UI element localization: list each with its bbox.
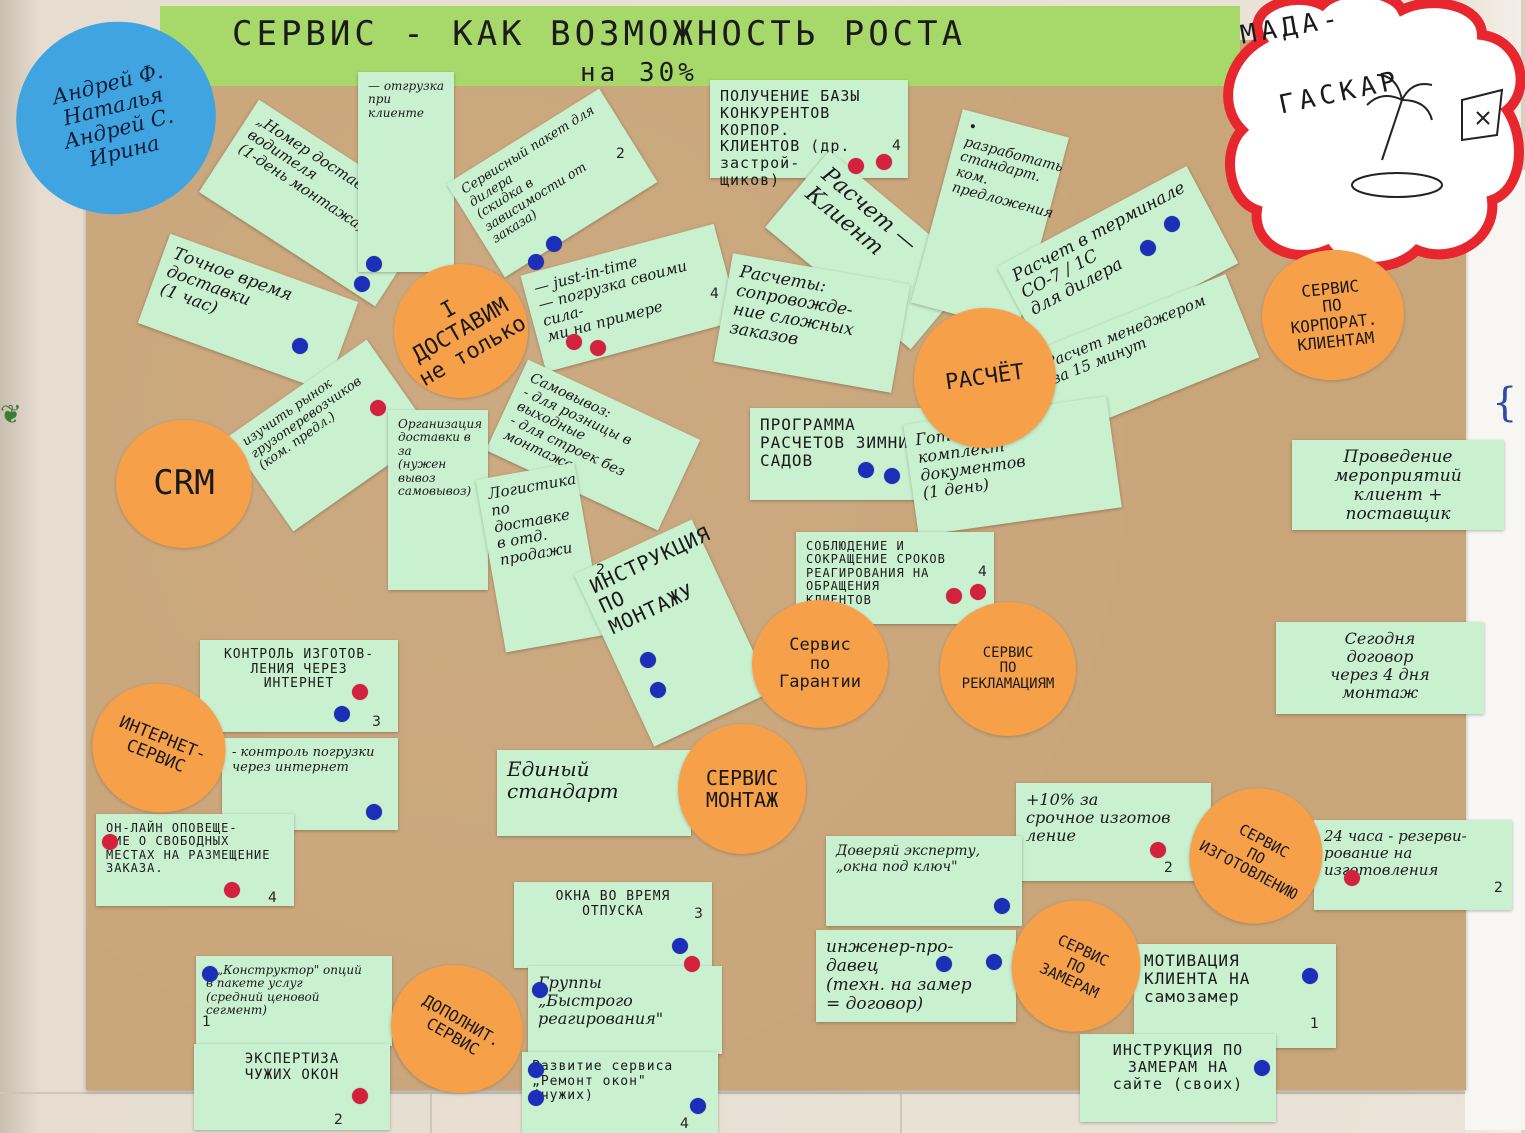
- vote-dot-red: [1344, 870, 1360, 886]
- vote-dot-red: [876, 154, 892, 170]
- note-24-chasa: 24 часа - резерви- рование на изготовлен…: [1314, 820, 1512, 910]
- vote-dot-blue: [528, 1062, 544, 1078]
- circle-montazh: СЕРВИС МОНТАЖ: [678, 724, 806, 854]
- note-otgruzka: — отгрузка при клиенте: [358, 72, 454, 272]
- madagascar-cloud: [1223, 0, 1525, 272]
- vote-count: 3: [694, 906, 703, 922]
- vote-count: 4: [892, 138, 901, 154]
- vote-dot-blue: [858, 462, 874, 478]
- note-provedenie: Проведение мероприятий клиент + поставщи…: [1292, 440, 1504, 530]
- vote-dot-blue: [986, 954, 1002, 970]
- vote-dot-blue: [884, 468, 900, 484]
- note-razvitie: Развитие сервиса „Ремонт окон" (чужих): [522, 1052, 718, 1133]
- title-banner: [160, 6, 1240, 86]
- vote-count: 4: [978, 564, 987, 580]
- wall-seam: [0, 1092, 1521, 1094]
- vote-count: 4: [710, 286, 719, 302]
- note-konstruktor: • „Конструктор" опций в пакете услуг (ср…: [196, 956, 392, 1046]
- title-line-1: СЕРВИС - КАК ВОЗМОЖНОСТЬ РОСТА: [232, 14, 967, 54]
- vote-count: 2: [1164, 860, 1173, 876]
- vote-dot-blue: [1164, 216, 1180, 232]
- vote-dot-red: [684, 956, 700, 972]
- vote-dot-red: [352, 1088, 368, 1104]
- vote-count: 2: [596, 562, 605, 578]
- vote-dot-blue: [640, 652, 656, 668]
- vote-dot-blue: [650, 682, 666, 698]
- vote-dot-blue: [690, 1098, 706, 1114]
- vote-dot-red: [566, 334, 582, 350]
- vote-dot-red: [590, 340, 606, 356]
- vote-count: 1: [202, 1014, 211, 1030]
- note-plus10: +10% за срочное изготов ление: [1016, 783, 1211, 881]
- vote-count: 2: [334, 1112, 343, 1128]
- vote-dot-blue: [366, 804, 382, 820]
- vote-dot-red: [352, 684, 368, 700]
- vote-dot-red: [970, 584, 986, 600]
- vote-dot-blue: [1254, 1060, 1270, 1076]
- note-motivaciya: МОТИВАЦИЯ КЛИЕНТА НА самозамер: [1134, 944, 1336, 1048]
- vote-count: 4: [268, 890, 277, 906]
- vote-dot-blue: [292, 338, 308, 354]
- note-poluchenie-bazy: ПОЛУЧЕНИЕ БАЗЫ КОНКУРЕНТОВ КОРПОР. КЛИЕН…: [710, 80, 908, 188]
- vote-dot-blue: [546, 236, 562, 252]
- vote-dot-red: [224, 882, 240, 898]
- vote-dot-blue: [936, 956, 952, 972]
- wall-seam: [430, 1092, 432, 1133]
- note-onlayn: ОН-ЛАЙН ОПОВЕЩЕ- НИЕ О СВОБОДНЫХ МЕСТАХ …: [96, 814, 294, 906]
- vote-dot-blue: [366, 256, 382, 272]
- title-line-2: на 30%: [580, 58, 698, 88]
- vote-dot-blue: [1302, 968, 1318, 984]
- vote-count: 3: [372, 714, 381, 730]
- note-gruppy: Группы „Быстрого реагирования": [528, 966, 722, 1054]
- note-kontrol-izgot: КОНТРОЛЬ ИЗГОТОВ- ЛЕНИЯ ЧЕРЕЗ ИНТЕРНЕТ: [200, 640, 398, 732]
- vote-count: 2: [1494, 880, 1503, 896]
- vote-dot-blue: [672, 938, 688, 954]
- vote-count: 2: [616, 146, 625, 162]
- vote-dot-blue: [334, 706, 350, 722]
- note-organizaciya: Организация доставки в за (нужен вывоз с…: [388, 410, 488, 590]
- vote-dot-blue: [532, 982, 548, 998]
- vote-dot-blue: [202, 966, 218, 982]
- note-ekspertiza: ЭКСПЕРТИЗА ЧУЖИХ ОКОН: [194, 1044, 390, 1130]
- note-instrukciya-zamer: ИНСТРУКЦИЯ ПО ЗАМЕРАМ НА сайте (своих): [1080, 1034, 1276, 1122]
- note-okna-otpuska: ОКНА ВО ВРЕМЯ ОТПУСКА: [514, 882, 712, 968]
- vote-dot-red: [848, 158, 864, 174]
- note-doveryay: Доверяй эксперту, „окна под ключ": [826, 836, 1022, 926]
- vote-dot-blue: [528, 1090, 544, 1106]
- vote-count: 4: [680, 1116, 689, 1132]
- vote-count: 1: [1310, 1016, 1319, 1032]
- circle-crm: CRM: [116, 420, 252, 548]
- vote-dot-blue: [994, 898, 1010, 914]
- pen-mark: {: [1492, 380, 1518, 426]
- circle-garantii: Сервис по Гарантии: [752, 600, 888, 728]
- vote-dot-red: [102, 834, 118, 850]
- wall-seam: [900, 1092, 902, 1133]
- vote-dot-blue: [1140, 240, 1156, 256]
- circle-reklamacii: СЕРВИС ПО РЕКЛАМАЦИЯМ: [940, 602, 1076, 736]
- vote-dot-red: [946, 588, 962, 604]
- leaf-drawing: ❦: [0, 400, 22, 430]
- vote-dot-blue: [528, 254, 544, 270]
- vote-dot-blue: [354, 276, 370, 292]
- note-edinyy-standart: Единый стандарт: [497, 750, 691, 836]
- vote-dot-red: [1150, 842, 1166, 858]
- vote-dot-red: [370, 400, 386, 416]
- note-inzhener: инженер-про- давец (техн. на замер = дог…: [816, 930, 1016, 1022]
- note-segodnya-dogovor: Сегодня договор через 4 дня монтаж: [1276, 622, 1484, 714]
